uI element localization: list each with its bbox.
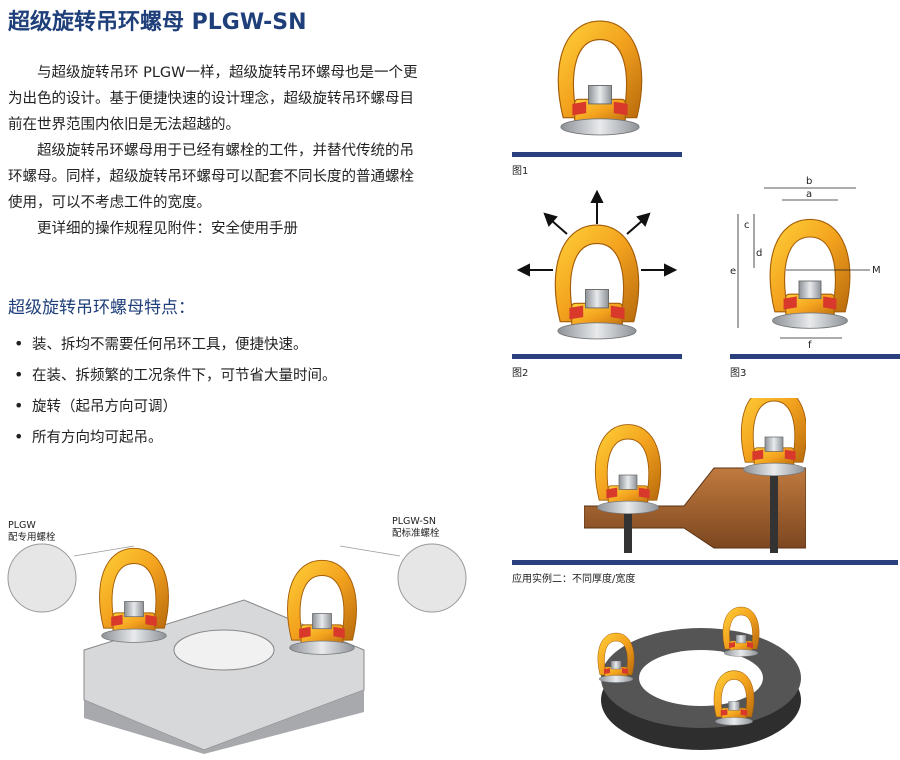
intro-paragraph-2: 超级旋转吊环螺母用于已经有螺栓的工件，并替代传统的吊环螺母。同样，超级旋转吊环螺…: [8, 143, 414, 211]
figure-2-image: [516, 189, 678, 340]
intro-paragraph-1: 与超级旋转吊环 PLGW一样，超级旋转吊环螺母也是一个更为出色的设计。基于便捷快…: [8, 65, 418, 133]
feature-item: 在装、拆频繁的工况条件下，可节省大量时间。: [14, 360, 337, 391]
dim-f: f: [808, 340, 812, 350]
ring-application-image: [597, 606, 801, 750]
dim-d: d: [756, 248, 762, 259]
flange-label-right: PLGW-SN 配标准螺栓: [392, 516, 440, 540]
flange-right-desc: 配标准螺栓: [392, 528, 440, 539]
figure-1-image: [557, 20, 643, 136]
intro-section: 与超级旋转吊环 PLGW一样，超级旋转吊环螺母也是一个更为出色的设计。基于便捷快…: [8, 60, 418, 242]
flange-left-model: PLGW: [8, 520, 36, 531]
figure-3-bar: [730, 354, 900, 359]
dim-a: a: [806, 189, 812, 200]
features-list: 装、拆均不需要任何吊环工具，便捷快速。 在装、拆频繁的工况条件下，可节省大量时间…: [14, 329, 337, 453]
feature-item: 装、拆均不需要任何吊环工具，便捷快速。: [14, 329, 337, 360]
figure-1-caption: 图1: [512, 166, 529, 177]
example-2-bar: [512, 560, 898, 565]
flange-right-model: PLGW-SN: [392, 516, 436, 527]
dim-c: c: [744, 220, 750, 231]
example-2-caption: 应用实例二：不同厚度/宽度: [512, 574, 636, 585]
dim-e: e: [730, 266, 736, 277]
flange-label-left: PLGW 配专用螺栓: [8, 520, 56, 544]
feature-item: 旋转（起吊方向可调）: [14, 391, 337, 422]
figure-3-caption: 图3: [730, 368, 747, 379]
page-title: 超级旋转吊环螺母 PLGW-SN: [8, 10, 307, 35]
feature-item: 所有方向均可起吊。: [14, 422, 337, 453]
features-heading: 超级旋转吊环螺母特点：: [8, 298, 195, 318]
figure-3-image: b a c d e f M: [730, 176, 881, 350]
example-2-image: [584, 398, 806, 553]
flange-assembly-image: [7, 543, 467, 754]
dim-b: b: [806, 176, 812, 187]
direction-arrows: [516, 189, 678, 277]
figure-2-caption: 图2: [512, 368, 529, 379]
intro-paragraph-3: 更详细的操作规程见附件：安全使用手册: [37, 221, 298, 237]
figure-1-bar: [512, 152, 682, 157]
flange-left-desc: 配专用螺栓: [8, 532, 56, 543]
figure-2-bar: [512, 354, 682, 359]
dim-m: M: [872, 265, 881, 276]
